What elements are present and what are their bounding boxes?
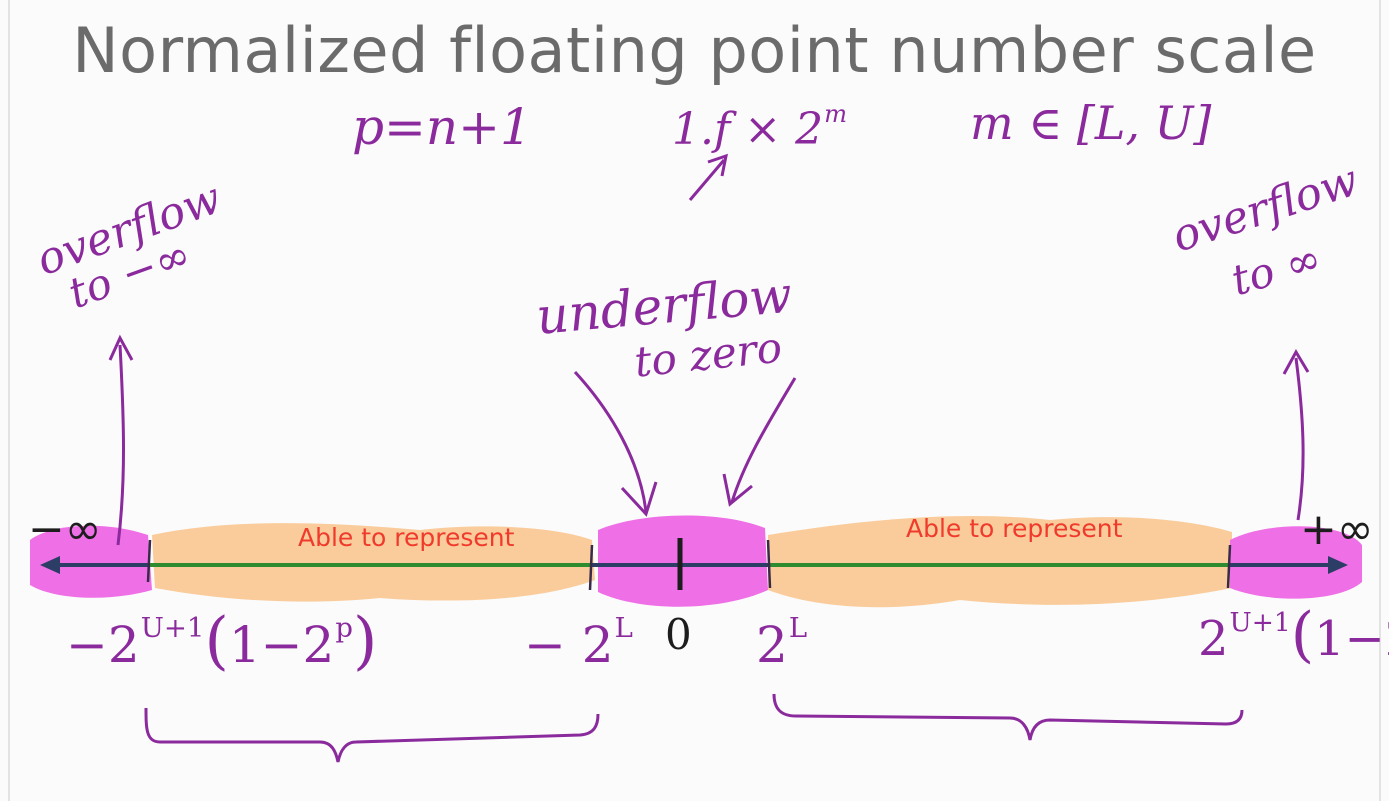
left-overflow-arrowhead <box>108 334 134 361</box>
neg-max-factor-base: 1−2 <box>228 616 335 674</box>
pos-min-label: 2L <box>756 612 807 674</box>
tick-pos-max <box>1226 544 1232 589</box>
exponent-range-equation: m ∈ [L, U] <box>970 96 1212 150</box>
neg-min-base: − 2 <box>524 615 614 674</box>
tick-neg-min <box>588 544 594 591</box>
tick-neg-max <box>146 539 152 583</box>
normalized-form-exponent: m <box>824 100 848 128</box>
frame-edge-left <box>8 0 10 801</box>
pos-max-factor-base: 1−2 <box>1314 611 1389 667</box>
underflow-left-arrow <box>573 370 648 513</box>
neg-max-label: −2U+1(1−2p) <box>66 604 378 677</box>
pos-min-exponent: L <box>788 612 808 644</box>
mantissa-pointer-arrowhead <box>707 153 728 177</box>
neg-max-factor-exponent: p <box>335 612 353 645</box>
neg-min-label: − 2L <box>524 612 633 674</box>
axis-left-arrowhead <box>40 556 60 574</box>
right-overflow-arrow <box>1294 357 1305 521</box>
mantissa-pointer-arrow <box>688 159 726 201</box>
underflow-right-arrowhead <box>722 473 753 507</box>
right-representable-highlight <box>768 515 1232 608</box>
right-overflow-arrowhead <box>1282 348 1310 375</box>
pos-max-label: 2U+1(1−2−p) <box>1198 600 1389 670</box>
right-range-brace <box>772 693 1244 741</box>
neg-max-exponent: U+1 <box>140 612 205 645</box>
right-overflow-highlight <box>1230 526 1362 599</box>
normalized-form-equation: 1.f × 2m <box>672 100 847 155</box>
normalized-form-base: 1.f × 2 <box>672 103 824 155</box>
neg-min-exponent: L <box>614 612 633 644</box>
pos-max-exponent: U+1 <box>1229 607 1291 639</box>
tick-pos-min <box>766 539 772 589</box>
pos-min-base: 2 <box>756 615 788 674</box>
frame-edge-right <box>1379 0 1381 801</box>
right-representable-label: Able to represent <box>906 514 1123 543</box>
neg-max-base: −2 <box>66 616 140 674</box>
underflow-right-arrow <box>730 377 797 503</box>
left-representable-label: Able to represent <box>298 523 515 552</box>
pos-max-base: 2 <box>1198 611 1229 667</box>
underflow-highlight <box>598 515 768 607</box>
left-range-brace <box>144 707 600 763</box>
underflow-left-arrowhead <box>620 481 658 517</box>
zero-label: 0 <box>665 610 692 659</box>
negative-infinity-symbol: −∞ <box>28 504 102 555</box>
precision-equation: p=n+1 <box>352 98 532 156</box>
axis-right-arrowhead <box>1328 556 1348 574</box>
left-overflow-arrow <box>116 344 125 546</box>
slide-title: Normalized floating point number scale <box>72 14 1317 87</box>
left-representable-highlight <box>152 523 595 602</box>
positive-infinity-symbol: +∞ <box>1300 504 1374 555</box>
left-overflow-highlight <box>30 525 152 598</box>
